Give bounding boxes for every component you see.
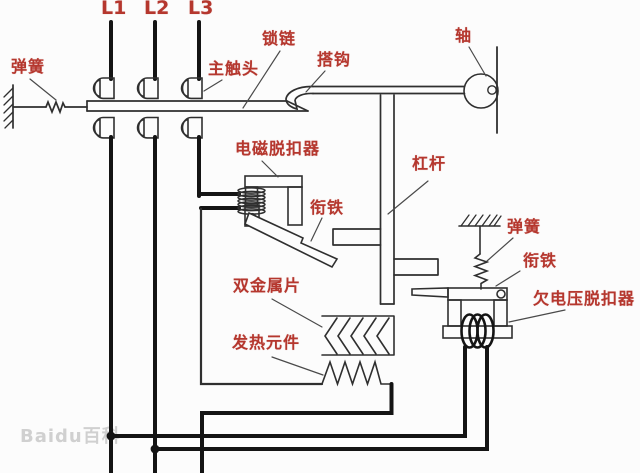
leader-bimetal [271, 298, 323, 328]
label-spring-left: 弹簧 [11, 57, 46, 76]
label-hook: 搭钩 [317, 50, 352, 69]
leader-shaft [468, 46, 487, 77]
watermark: Baidu百科 [20, 426, 121, 447]
leader-hook [305, 70, 326, 93]
pole-l2 [136, 20, 159, 473]
leader-spring-left [29, 78, 57, 101]
label-phase-l2: L2 [144, 0, 170, 19]
label-armature-em: 衔铁 [310, 198, 345, 217]
leader-uv-release [508, 309, 566, 323]
label-main-contact: 主触头 [208, 59, 260, 78]
uv-armature-bar [447, 287, 508, 301]
label-uv-release: 欠电压脱扣器 [533, 289, 636, 308]
label-phase-l3: L3 [188, 0, 214, 19]
uv-coil [460, 313, 495, 349]
leader-main-contact [203, 79, 223, 92]
pole-l3-load-wire [200, 382, 394, 473]
label-em-release: 电磁脱扣器 [235, 139, 321, 158]
undervoltage-coil-wires [109, 345, 489, 451]
shaft-pivot [463, 46, 499, 134]
label-bimetal: 双金属片 [233, 276, 302, 295]
junction-dot-l2 [150, 444, 160, 454]
hook-rod [285, 85, 466, 111]
leader-lines [29, 46, 566, 376]
undervoltage-release-unit [411, 214, 513, 349]
bimetallic-strip-shape [321, 315, 395, 356]
leader-armature-uv [495, 270, 521, 287]
em-coil [237, 187, 266, 215]
uv-armature-taper [411, 287, 449, 298]
leader-spring-right [486, 237, 514, 262]
label-lever: 杠杆 [412, 154, 447, 173]
heating-element-zigzag [321, 359, 392, 387]
uv-spring [472, 253, 490, 290]
label-spring-right: 弹簧 [507, 217, 542, 236]
label-armature-uv: 衔铁 [523, 251, 558, 270]
opening-spring-and-wall [3, 84, 88, 129]
leader-heater [271, 356, 324, 376]
label-phase-l1: L1 [101, 0, 127, 19]
label-shaft: 轴 [455, 26, 473, 45]
electromagnetic-release-unit [237, 175, 339, 269]
lever-bar [332, 94, 439, 305]
thermal-release-unit [199, 207, 395, 387]
leader-em-release [261, 160, 279, 178]
pole-l3 [180, 20, 241, 210]
leader-lever [387, 180, 429, 215]
leader-armature-em [310, 217, 323, 242]
label-heater: 发热元件 [232, 333, 301, 352]
label-lock-latch: 锁链 [262, 29, 297, 48]
junction-dot-l1 [106, 431, 116, 441]
main-contact-bar [86, 100, 309, 112]
leader-lock-latch [242, 50, 281, 109]
pole-l1 [92, 20, 115, 473]
